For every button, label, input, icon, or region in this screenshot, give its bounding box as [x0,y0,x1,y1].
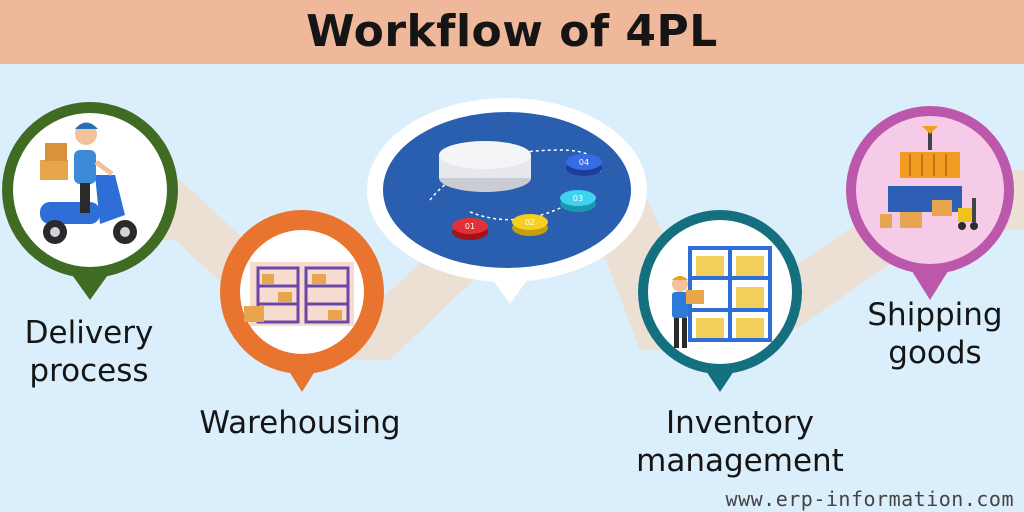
website-footer: www.erp-information.com [725,487,1014,511]
step-03-label: 03 [573,194,583,203]
scooter-delivery-icon [40,122,137,244]
warehouse-icon [244,262,354,326]
warehousing-pin [220,210,384,392]
process-steps-icon: 01 02 03 04 [429,141,602,240]
process-pin: 01 02 03 04 [367,98,647,304]
step-02-label: 02 [525,218,535,227]
shipping-goods-label: Shipping goods [867,297,1003,371]
inventory-shelves-icon [672,246,772,348]
page-title: Workflow of 4PL [306,6,718,57]
inventory-pin [638,210,802,392]
warehousing-label: Warehousing [199,405,401,441]
shipping-pin [846,106,1014,300]
step-04-label: 04 [579,158,589,167]
inventory-management-label: Inventory management [636,405,844,479]
delivery-pin [2,102,178,300]
title-bar [0,0,1024,64]
step-01-label: 01 [465,222,475,231]
shipping-container-icon [880,126,978,230]
delivery-process-label: Delivery process [24,315,154,389]
